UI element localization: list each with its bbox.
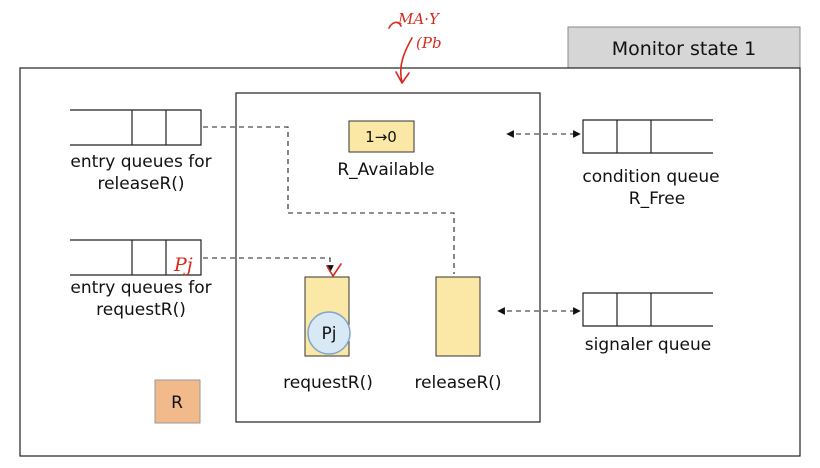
- release-entry-connector: [203, 126, 455, 274]
- procedure-requestR-label: requestR(): [283, 373, 373, 393]
- entry-queue-release-label-2: releaseR(): [97, 174, 184, 194]
- entry-queue-request: entry queues for requestR() Pj: [70, 239, 212, 320]
- handwritten-note-line-1: MA·Y: [397, 10, 441, 28]
- signaler-queue-shape: [582, 292, 713, 327]
- signaler-queue: signaler queue: [582, 292, 713, 355]
- entry-queue-request-label-2: requestR(): [96, 300, 186, 320]
- entry-queue-request-marker: Pj: [173, 254, 193, 276]
- signaler-queue-label: signaler queue: [585, 335, 711, 355]
- handwritten-note-line-2: (Pb: [416, 34, 442, 52]
- state-tab-box: [567, 26, 801, 69]
- resource-variable-box: [348, 120, 415, 153]
- entry-queue-release-label-1: entry queues for: [70, 152, 211, 172]
- condition-queue: condition queue R_Free: [582, 119, 720, 209]
- procedure-releaseR: releaseR(): [414, 276, 502, 393]
- resource-r-label: R: [171, 393, 183, 413]
- procedure-releaseR-label: releaseR(): [414, 373, 501, 393]
- handwritten-squiggle: [388, 21, 402, 29]
- resource-r: R: [154, 379, 201, 424]
- request-entry-connector: [203, 257, 334, 273]
- handwritten-annotation: MA·Y (Pb: [326, 10, 442, 277]
- condition-queue-shape: [582, 119, 713, 154]
- process-pj-label: Pj: [322, 324, 337, 344]
- process-pj-circle: [307, 311, 351, 355]
- state-tab-label: Monitor state 1: [612, 38, 757, 60]
- outer-frame: [19, 67, 801, 457]
- condition-queue-label-1: condition queue: [582, 167, 719, 187]
- process-pj: Pj: [307, 311, 351, 355]
- entry-queue-release: entry queues for releaseR(): [70, 109, 212, 194]
- entry-queue-request-label-1: entry queues for: [70, 278, 211, 298]
- procedure-releaseR-box: [435, 276, 481, 357]
- monitor-state-tab: Monitor state 1: [567, 26, 801, 69]
- entry-queue-request-shape: [70, 239, 202, 276]
- monitor-box: [235, 92, 541, 423]
- resource-variable-value: 1→0: [365, 128, 397, 146]
- handwritten-arrow: [395, 37, 413, 84]
- handwritten-tick: [326, 263, 342, 277]
- resource-r-box: [154, 379, 201, 424]
- condition-queue-label-2: R_Free: [629, 189, 685, 209]
- resource-variable-label: R_Available: [337, 160, 434, 180]
- dashed-connectors: [203, 126, 581, 315]
- entry-queue-release-shape: [70, 109, 202, 146]
- resource-variable: 1→0 R_Available: [337, 120, 435, 180]
